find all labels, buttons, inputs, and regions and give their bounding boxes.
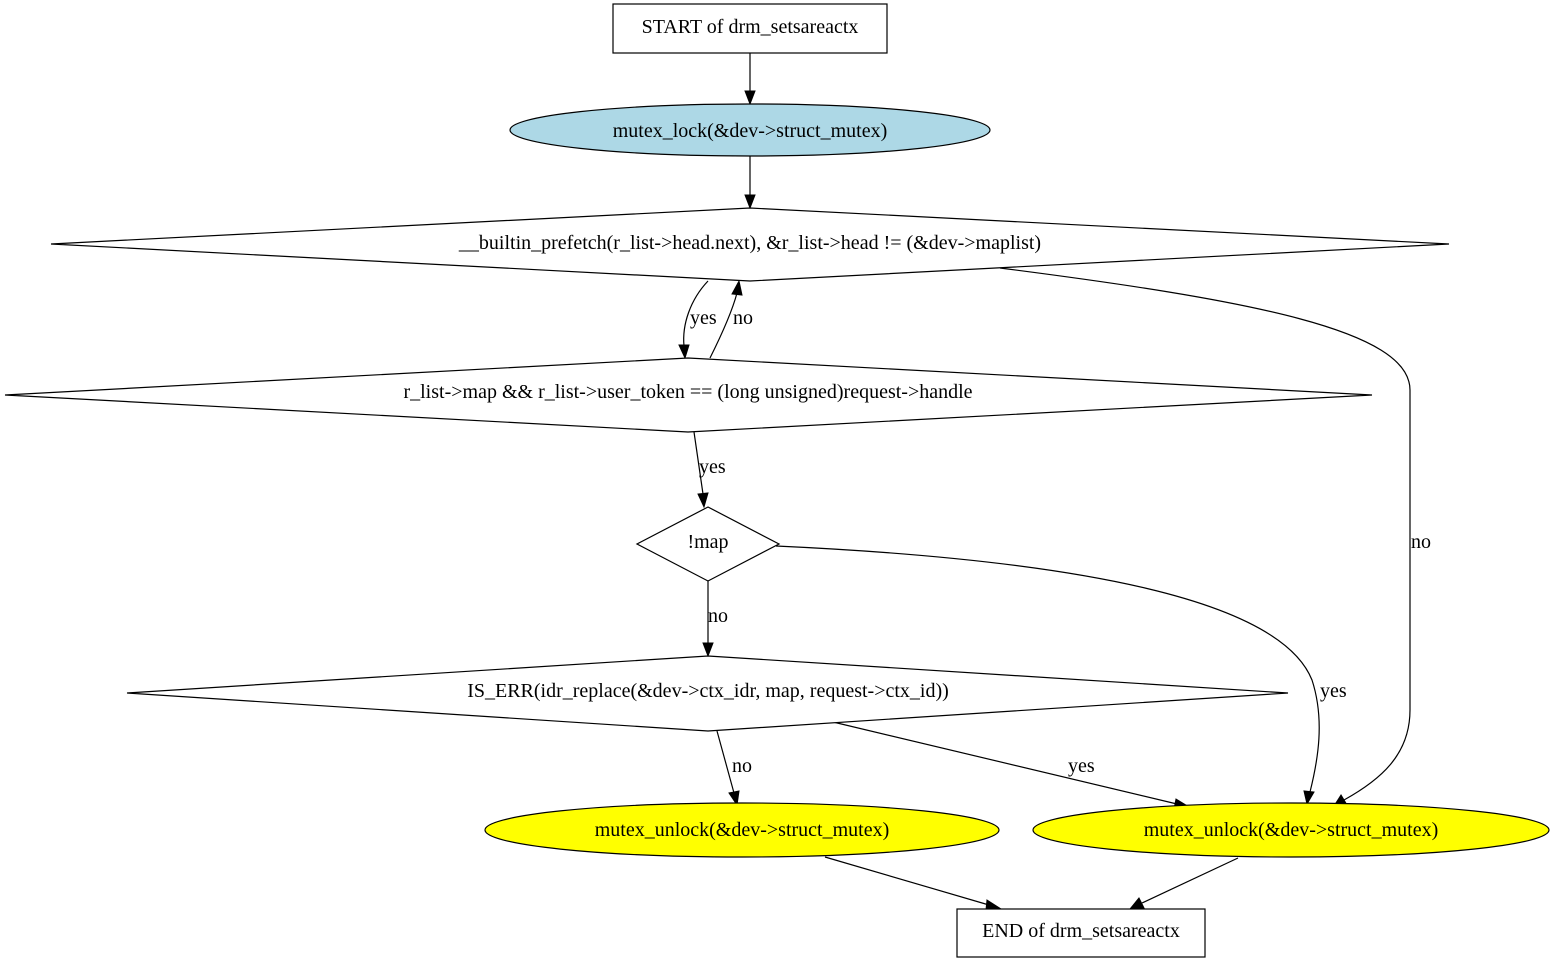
unlock-right-node: mutex_unlock(&dev->struct_mutex) <box>1032 802 1550 858</box>
match-condition-label: r_list->map && r_list->user_token == (lo… <box>403 381 972 403</box>
match-condition-diamond <box>4 357 1373 433</box>
edges: yes no no yes no yes <box>678 53 1431 911</box>
end-box <box>956 908 1206 958</box>
edge-label-yes: yes <box>690 307 717 329</box>
unlock-right-ellipse <box>1032 802 1550 858</box>
is-err-diamond <box>126 655 1289 732</box>
start-box <box>612 3 888 54</box>
edge-is-err-to-unlock-left-no: no <box>716 730 752 807</box>
not-map-label: !map <box>687 531 728 553</box>
is-err-node: IS_ERR(idr_replace(&dev->ctx_idr, map, r… <box>126 655 1289 732</box>
not-map-node: !map <box>635 506 781 582</box>
start-node: START of drm_setsareactx <box>612 3 888 54</box>
edge-label-no: no <box>708 605 728 627</box>
loop-condition-node: __builtin_prefetch(r_list->head.next), &… <box>50 207 1450 282</box>
edge-match-to-not-map-yes: yes <box>693 431 726 509</box>
unlock-left-node: mutex_unlock(&dev->struct_mutex) <box>484 802 1000 858</box>
nodes: START of drm_setsareactx mutex_lock(&dev… <box>4 3 1550 958</box>
not-map-diamond <box>635 506 781 582</box>
loop-condition-diamond <box>50 207 1450 282</box>
unlock-right-label: mutex_unlock(&dev->struct_mutex) <box>1144 819 1439 841</box>
edge-start-to-lock <box>744 53 756 106</box>
lock-node: mutex_lock(&dev->struct_mutex) <box>509 103 991 157</box>
edge-lock-to-loop-cond <box>744 156 756 210</box>
unlock-left-label: mutex_unlock(&dev->struct_mutex) <box>595 819 890 841</box>
edge-not-map-to-is-err-no: no <box>702 581 728 658</box>
edge-label-yes: yes <box>699 456 726 478</box>
edge-label-no: no <box>732 755 752 777</box>
start-label: START of drm_setsareactx <box>642 16 859 38</box>
edge-label-yes: yes <box>1320 680 1347 702</box>
edge-is-err-to-unlock-right-yes: yes <box>832 721 1191 810</box>
edge-unlock-right-to-end <box>1128 857 1239 910</box>
edge-label-no: no <box>733 307 753 329</box>
end-node: END of drm_setsareactx <box>956 908 1206 958</box>
is-err-label: IS_ERR(idr_replace(&dev->ctx_idr, map, r… <box>467 680 949 702</box>
loop-condition-label: __builtin_prefetch(r_list->head.next), &… <box>458 232 1041 254</box>
edge-loop-to-unlock-right-no: no <box>999 267 1431 807</box>
edge-loop-to-match-yes: yes <box>678 280 717 360</box>
edge-match-to-loop-no: no <box>709 279 753 359</box>
lock-label: mutex_lock(&dev->struct_mutex) <box>613 120 888 142</box>
unlock-left-ellipse <box>484 802 1000 858</box>
end-label: END of drm_setsareactx <box>982 920 1180 942</box>
edge-label-no: no <box>1411 531 1431 553</box>
lock-ellipse <box>509 103 991 157</box>
match-condition-node: r_list->map && r_list->user_token == (lo… <box>4 357 1373 433</box>
edge-not-map-to-unlock-right-yes: yes <box>775 545 1347 806</box>
edge-unlock-left-to-end <box>824 856 1003 911</box>
edge-label-yes: yes <box>1068 755 1095 777</box>
